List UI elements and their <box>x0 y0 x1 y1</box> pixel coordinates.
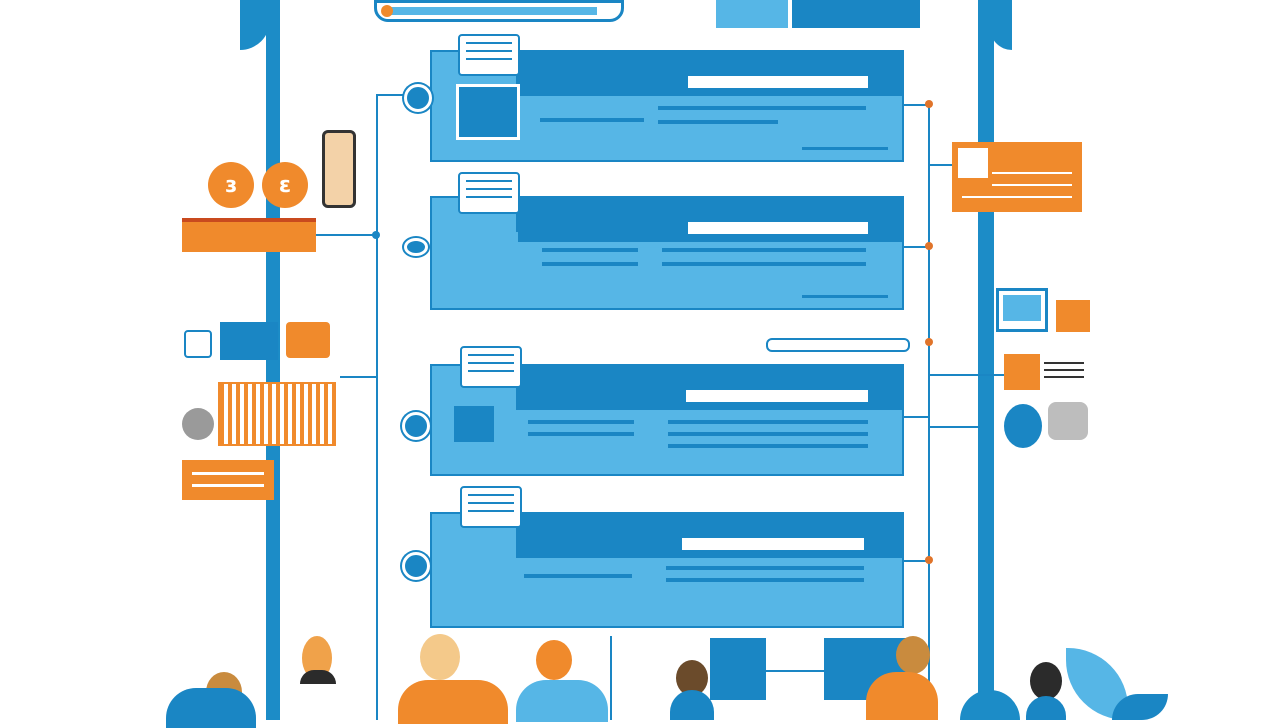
frame-left-column <box>266 0 280 720</box>
right-connector-3 <box>904 416 930 418</box>
lamp-icon: ɜ <box>208 162 254 208</box>
b-badge-icon <box>1004 354 1040 390</box>
panel-4-tag <box>460 486 522 528</box>
right-branch-mid <box>928 374 1004 376</box>
mouse-icon <box>182 408 214 440</box>
panel-1-node[interactable] <box>404 84 432 112</box>
right-dot-3 <box>925 338 933 346</box>
panel-3-slider[interactable] <box>766 338 910 352</box>
right-connector-2 <box>904 246 930 248</box>
panel-1-tag <box>458 34 520 76</box>
panel-3-tag <box>460 346 522 388</box>
left-dot-1 <box>372 231 380 239</box>
bottom-connector <box>766 670 824 672</box>
left-branch-1 <box>316 234 378 236</box>
device-icon <box>454 406 494 442</box>
panel-3[interactable] <box>430 364 904 476</box>
person-7 <box>1026 662 1066 720</box>
frame-right-column <box>978 0 994 720</box>
gauge-icon <box>184 330 212 358</box>
person-1 <box>166 668 256 728</box>
right-dot-4 <box>925 556 933 564</box>
panel-4-node[interactable] <box>402 552 430 580</box>
person-2 <box>300 634 336 720</box>
chart-icon <box>218 382 336 446</box>
webcam-icon <box>1004 404 1042 448</box>
panel-3-node[interactable] <box>402 412 430 440</box>
right-connector-line <box>928 104 930 720</box>
right-connector-4 <box>904 560 930 562</box>
person-icon: ɛ <box>262 162 308 208</box>
right-branch-low <box>928 426 980 428</box>
left-lower-label <box>182 460 274 500</box>
left-connector-top <box>376 94 416 96</box>
person-6 <box>866 636 938 720</box>
top-blue-block <box>716 0 788 28</box>
right-lines-icon <box>1044 362 1084 382</box>
panel-4[interactable] <box>430 512 904 628</box>
panel-2[interactable] <box>430 196 904 310</box>
speaker-icon <box>1048 402 1088 440</box>
face-icon <box>456 84 520 140</box>
person-3 <box>398 634 508 724</box>
left-label-accent <box>182 218 316 222</box>
right-dot-1 <box>925 100 933 108</box>
right-dot-2 <box>925 242 933 250</box>
frame-right-foot <box>960 690 1020 720</box>
right-branch-top <box>928 164 954 166</box>
top-dark-block <box>792 0 920 28</box>
right-connector-1 <box>904 104 930 106</box>
top-progress-bar <box>374 0 624 22</box>
checkbox-icon[interactable] <box>1056 300 1090 332</box>
bottom-post <box>610 636 612 720</box>
image-card-icon <box>952 142 1082 212</box>
folder-icon <box>286 322 330 358</box>
panel-2-tag <box>458 172 520 214</box>
frame-right-top-hook <box>990 0 1012 50</box>
note-card-icon <box>220 322 278 360</box>
left-connector-line <box>376 96 378 720</box>
left-label-bar <box>182 218 316 252</box>
gear-cluster-icon <box>454 232 518 288</box>
person-5 <box>670 660 714 720</box>
left-branch-2 <box>340 376 378 378</box>
bottom-screen-1 <box>710 638 766 700</box>
battery-icon <box>322 130 356 208</box>
panel-2-node[interactable] <box>404 238 428 256</box>
monitor-icon <box>996 288 1048 332</box>
person-4 <box>516 640 608 722</box>
